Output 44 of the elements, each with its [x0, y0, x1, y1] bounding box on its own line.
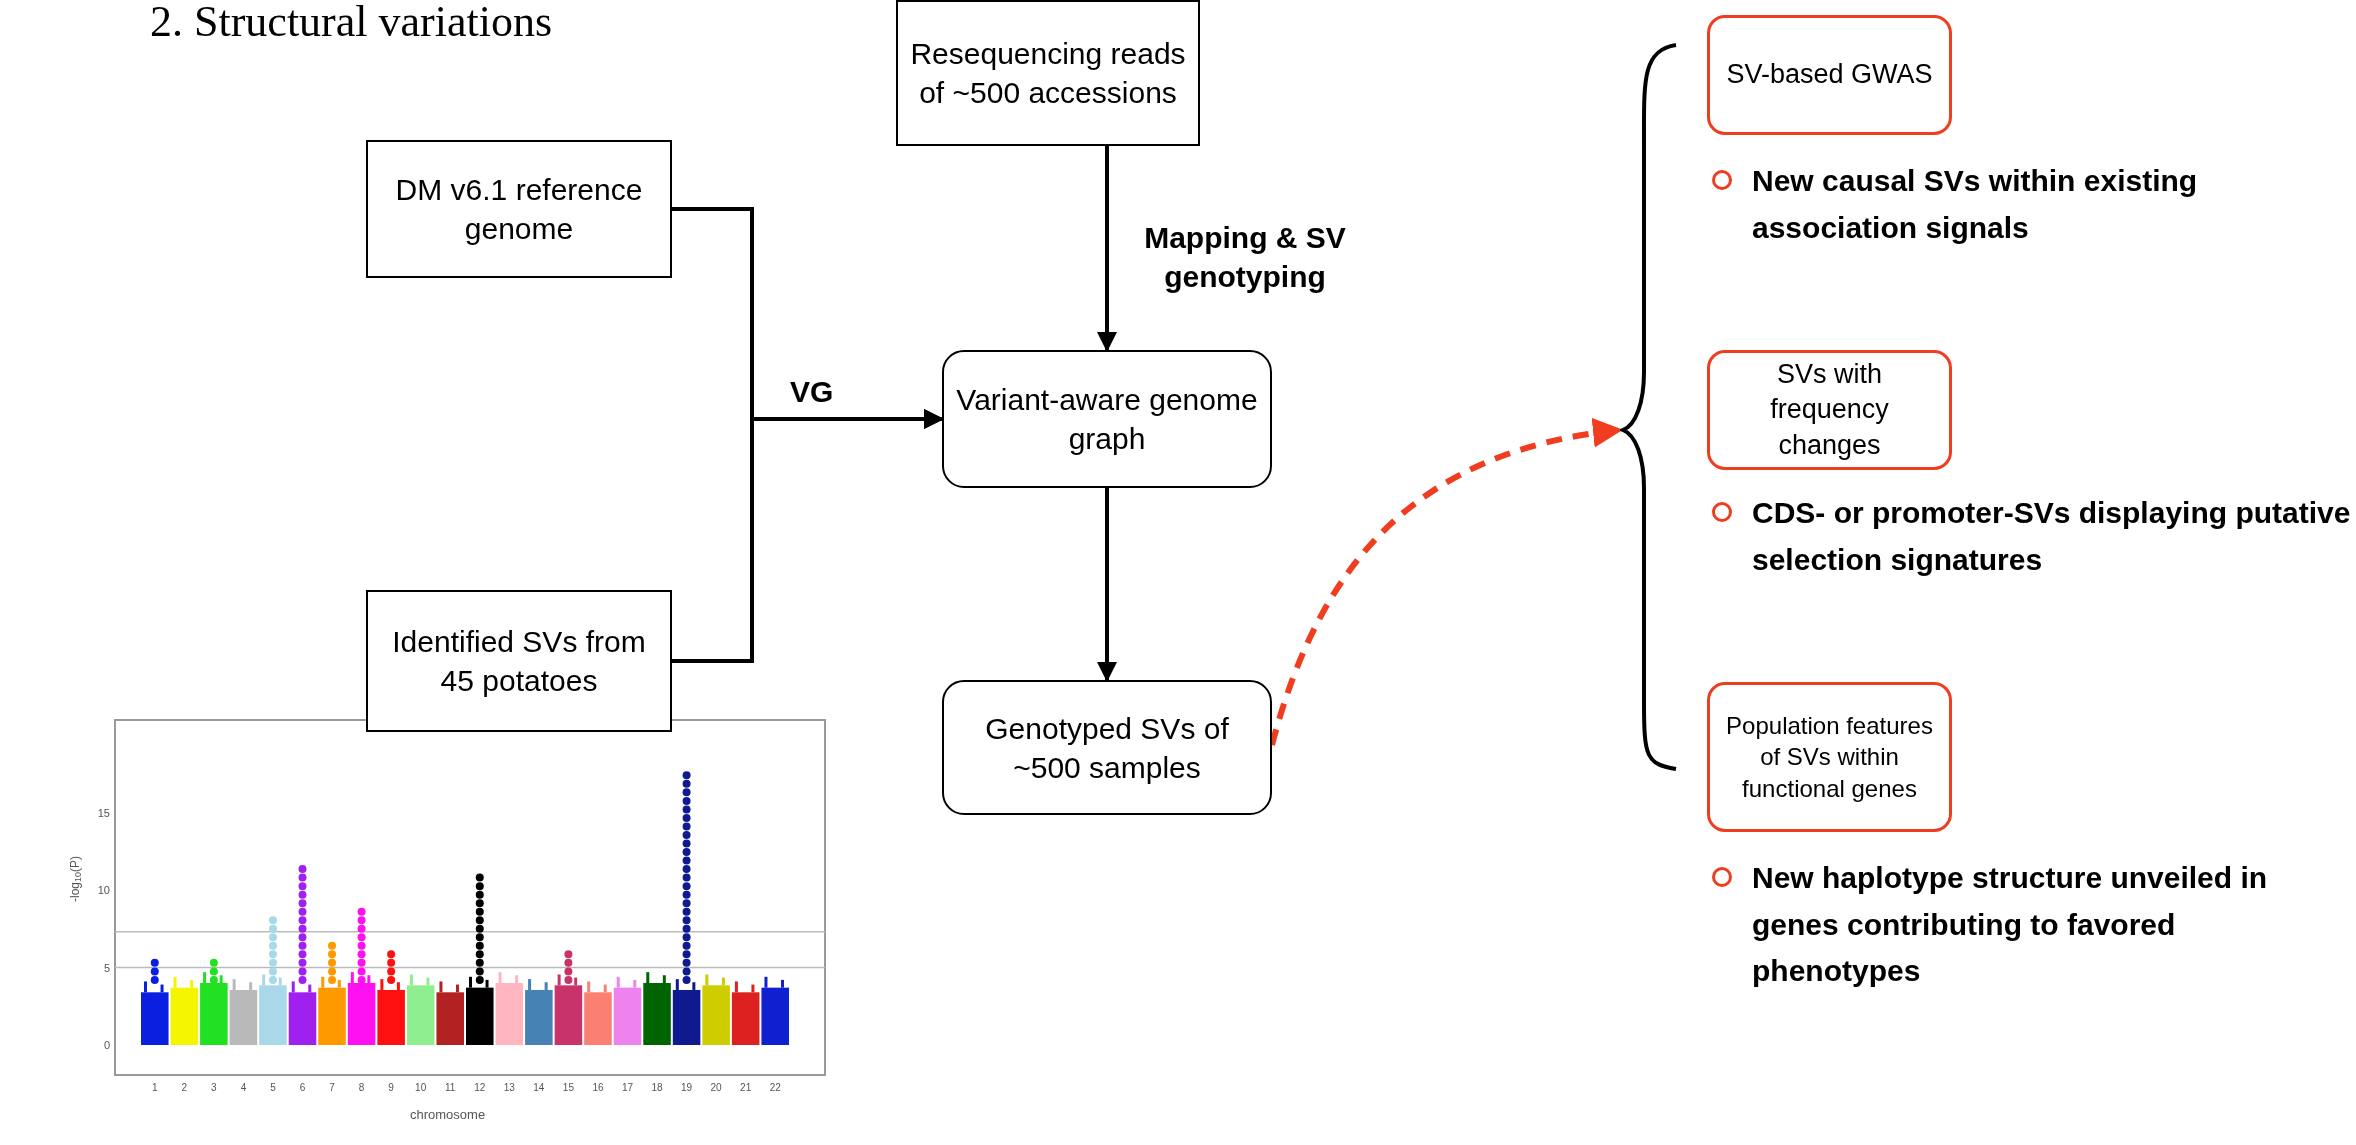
axis-tick-label: 11	[444, 1081, 457, 1095]
axis-tick-label: 16	[591, 1081, 605, 1095]
axis-tick-label: 6	[298, 1081, 307, 1095]
arrow	[1097, 488, 1117, 682]
process-box: Identified SVs from 45 potatoes	[366, 590, 672, 732]
arrow	[1097, 146, 1117, 352]
axis-tick-label: 2	[180, 1081, 189, 1095]
axis-tick-label: 18	[650, 1081, 664, 1095]
axis-tick-label: 4	[239, 1081, 248, 1095]
edge-label: VG	[790, 374, 835, 410]
axis-tick-label: 15	[96, 805, 110, 821]
axis-tick-label: 1	[151, 1081, 159, 1095]
edge-label: Mapping & SV genotyping	[1143, 220, 1347, 295]
axis-tick-label: 21	[739, 1081, 753, 1095]
axis-tick-label: 5	[269, 1081, 277, 1095]
process-box: Resequencing reads of ~500 accessions	[896, 0, 1200, 146]
axis-tick-label: 20	[709, 1081, 723, 1095]
outcome-box: SV-based GWAS	[1707, 15, 1952, 135]
outcome-box: SVs with frequency changes	[1707, 350, 1952, 470]
axis-tick-label: 0	[102, 1038, 110, 1053]
axis-tick-label: 15	[561, 1081, 575, 1095]
axis-tick-label: 19	[680, 1081, 694, 1095]
axis-tick-label: 10	[414, 1081, 428, 1095]
bullet-text: New causal SVs within existing association signals	[1752, 163, 2199, 246]
axis-tick-label: 10	[96, 883, 110, 898]
axis-tick-label: 13	[502, 1081, 516, 1095]
axis-tick-label: 3	[210, 1081, 218, 1095]
axis-tick-label: 22	[768, 1081, 782, 1095]
axis-tick-label: 12	[473, 1081, 487, 1095]
axis-tick-label: 5	[102, 960, 110, 976]
process-box: DM v6.1 reference genome	[366, 140, 672, 278]
axis-tick-label: 8	[357, 1081, 366, 1095]
curly-brace	[1620, 42, 1678, 772]
axis-tick-label: 14	[532, 1081, 546, 1095]
axis-tick-label: 17	[620, 1081, 635, 1095]
axis-title: chromosome	[410, 1106, 486, 1124]
process-box: Variant-aware genome graph	[942, 350, 1272, 488]
bullet-text: CDS- or promoter-SVs displaying putative selection signatures	[1752, 495, 2352, 578]
axis-tick-label: 7	[328, 1081, 336, 1095]
outcome-box: Population features of SVs within functional genes	[1707, 682, 1952, 832]
axis-tick-label: 9	[387, 1081, 395, 1095]
bullet-text: New haplotype structure unveiled in genes contributing to favored phenotypes	[1752, 860, 2269, 989]
diagram-title: 2. Structural variations	[150, 0, 552, 44]
process-box: Genotyped SVs of ~500 samples	[942, 680, 1272, 815]
